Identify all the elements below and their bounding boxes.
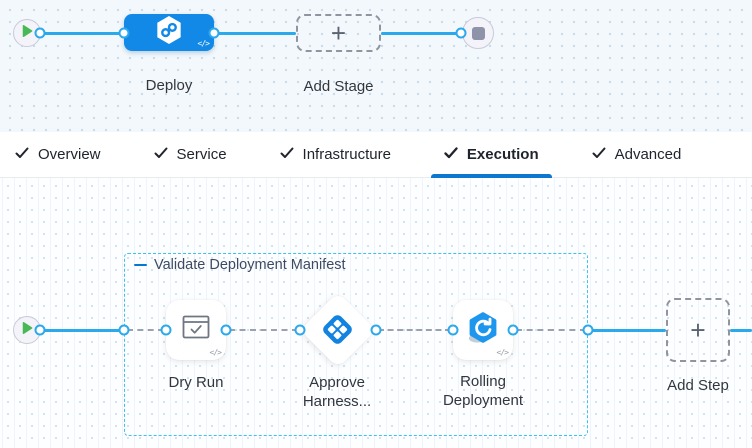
connector-port [507,324,519,336]
connector-port [455,27,467,39]
connector-line [40,328,124,332]
connector-port [118,324,130,336]
tab-advanced[interactable]: Advanced [579,132,695,177]
stage-label: Deploy [145,77,193,94]
step-group-container[interactable] [124,253,588,436]
check-icon [592,146,606,163]
connector-port [582,324,594,336]
yaml-code-icon[interactable]: </> [209,348,222,357]
step-group-header[interactable]: Validate Deployment Manifest [134,257,346,273]
connector-port [447,324,459,336]
connector-line [381,31,461,35]
plus-icon: + [690,315,706,345]
tab-label: Advanced [614,146,682,163]
rolling-deployment-icon [466,311,500,349]
step-label-approval: Approve Harness... [302,374,372,410]
pipeline-end-node [462,17,494,49]
tab-label: Infrastructure [302,146,391,163]
step-label-rolling-deployment: Rolling Deployment [442,373,524,409]
check-icon [154,146,168,163]
stop-icon [471,26,485,40]
add-step-button[interactable]: + [666,298,730,362]
connector-port [370,324,382,336]
tab-label: Overview [38,146,101,163]
add-stage-label: Add Stage [303,78,374,95]
yaml-code-icon[interactable]: </> [496,348,509,357]
yaml-code-icon[interactable]: </> [197,39,210,48]
play-icon [21,321,33,340]
active-tab-underline [430,174,552,178]
connector-port [294,324,306,336]
connector-port [220,324,232,336]
tab-label: Execution [466,146,539,163]
connector-port [34,324,46,336]
stage-node-deploy[interactable]: </> [124,14,214,51]
connector-line [214,31,296,35]
dashed-connector [516,329,586,331]
stage-graph-canvas: </> + Deploy Add Stage [0,0,752,132]
harness-approval-icon [319,311,356,353]
plus-icon: + [330,18,347,48]
execution-graph-canvas: Validate Deployment Manifest </> [0,178,752,448]
dashed-connector [229,329,298,331]
step-card-rolling-deployment[interactable]: </> [453,300,513,360]
dashed-connector [378,329,451,331]
check-icon [280,146,294,163]
connector-port [208,27,220,39]
play-icon [21,24,33,43]
add-stage-button[interactable]: + [296,14,381,52]
connector-port [160,324,172,336]
connector-line [40,31,124,35]
tab-execution[interactable]: Execution [430,132,552,178]
deploy-hexagon-icon [155,15,183,50]
tab-overview[interactable]: Overview [2,132,114,177]
step-card-dry-run[interactable]: </> [166,300,226,360]
stage-config-tabs: Overview Service Infrastructure Executio… [0,132,752,178]
check-icon [444,146,458,163]
connector-port [34,27,46,39]
tab-infrastructure[interactable]: Infrastructure [267,132,404,177]
add-step-label: Add Step [667,377,729,394]
collapse-dash-icon [134,263,147,267]
tab-service[interactable]: Service [141,132,240,177]
connector-line [588,328,666,332]
connector-line [730,328,752,332]
connector-port [118,27,130,39]
dashed-connector [127,329,164,331]
step-label-dry-run: Dry Run [168,374,224,391]
check-icon [15,146,29,163]
dry-run-window-check-icon [182,315,210,344]
tab-label: Service [176,146,227,163]
step-group-label: Validate Deployment Manifest [154,257,346,273]
